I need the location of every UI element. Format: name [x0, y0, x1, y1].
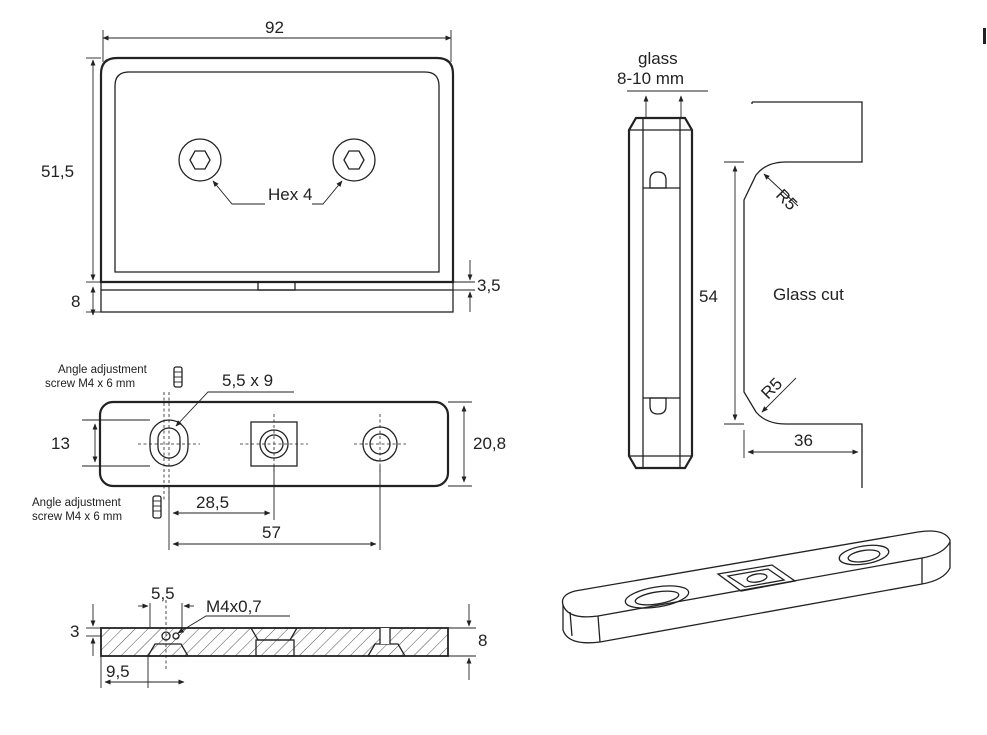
dist-half-label: 28,5	[196, 493, 229, 512]
base-plate-view: Angle adjustment screw M4 x 6 mm Angle a…	[32, 364, 506, 550]
corner-mark	[983, 28, 986, 44]
radius-top-label: R5	[772, 185, 801, 214]
thread-label: M4x0,7	[206, 597, 262, 616]
glass-title: glass	[638, 49, 678, 68]
section-thickness-label: 8	[478, 631, 487, 650]
angle-screw-2-line1: Angle adjustment	[32, 497, 122, 509]
glass-cut-view: 54 Glass cut R5 R5 36	[699, 101, 863, 488]
screw-right-icon	[332, 138, 376, 182]
gap-label: 3,5	[477, 276, 501, 295]
cut-height-label: 54	[699, 287, 718, 306]
glass-cut-label: Glass cut	[773, 285, 844, 304]
base-strip	[100, 289, 454, 313]
iso-top-face	[561, 530, 951, 618]
angle-screw-top-icon	[173, 366, 183, 388]
section-top-label: 3	[70, 622, 79, 641]
base-thickness-label: 8	[71, 292, 80, 311]
angle-screw-1-line2: screw M4 x 6 mm	[45, 378, 135, 390]
iso-front-face	[562, 542, 951, 644]
slot-size-label: 5,5 x 9	[222, 371, 273, 390]
dist-full-label: 57	[262, 523, 281, 542]
angle-screw-bottom-icon	[152, 495, 162, 519]
angle-screw-2-line2: screw M4 x 6 mm	[32, 511, 122, 523]
side-view: glass 8-10 mm	[617, 49, 708, 470]
screw-left-icon	[178, 138, 222, 182]
outer-height-label: 20,8	[473, 434, 506, 453]
top-width-label: 92	[265, 18, 284, 37]
inner-height-label: 13	[51, 434, 70, 453]
plate-height-label: 51,5	[41, 162, 74, 181]
plate-inner-outline	[114, 71, 440, 273]
angle-screw-1-line1: Angle adjustment	[58, 364, 148, 376]
isometric-view	[561, 530, 951, 644]
front-view: 92 Hex 4 51,5 8	[41, 18, 501, 316]
radius-bottom-label: R5	[757, 374, 786, 403]
section-offset-label: 5,5	[151, 584, 175, 603]
side-body	[627, 116, 694, 470]
section-edge-label: 9,5	[106, 662, 130, 681]
section-body	[100, 627, 449, 657]
plate-outline	[99, 56, 455, 284]
glass-range: 8-10 mm	[617, 69, 684, 88]
section-view: 5,5 M4x0,7 3 8 9,5	[70, 584, 487, 688]
glass-cut-outline	[743, 101, 863, 488]
cut-depth-label: 36	[794, 431, 813, 450]
hex-label: Hex 4	[268, 185, 312, 204]
